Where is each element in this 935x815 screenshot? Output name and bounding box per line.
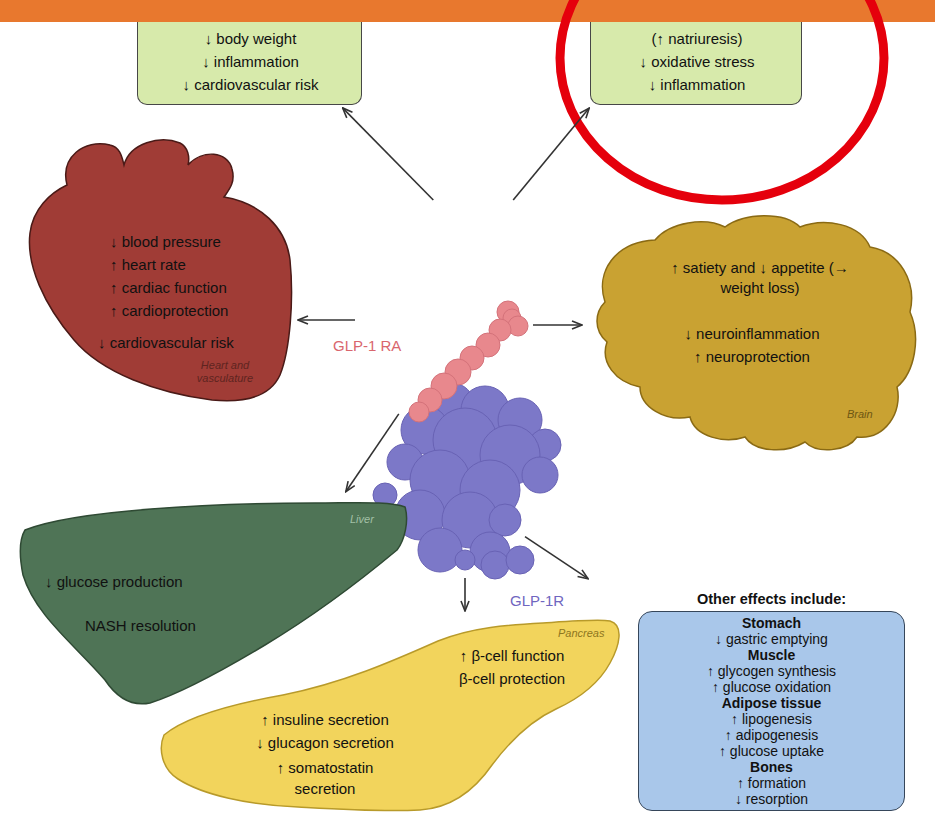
effect-text: ↑ glucose uptake [643,743,900,759]
text-slot: (↑ natriuresis) [652,30,743,48]
effect-text: ↑ β-cell function [460,647,565,665]
molecule-label: GLP-1 RA [333,337,401,355]
glp1-agonist-peptide [409,301,528,422]
text-slot: ↑ somatostatin secretion [268,757,382,799]
text-slot: GLP-1 RA [333,337,401,355]
effect-text: ↑ formation [643,775,900,791]
organ-outline-path [597,216,916,450]
effect-text: ↓ cardiovascular risk [183,76,319,94]
molecule-label: GLP-1R [510,592,564,610]
effect-text: ↓ body weight [205,30,297,48]
brain-shape: ↑ satiety and ↓ appetite (→ weight loss)… [585,212,923,454]
effect-text: ↑ lipogenesis [643,711,900,727]
text-slot: Other effects include: [639,591,904,608]
text-slot: ↓ glucagon secretion [256,734,394,752]
effect-text: β-cell protection [459,670,565,688]
text-slot: ↑ cardioprotection [110,302,228,320]
effect-text: ↓ gastric emptying [643,631,900,647]
text-slot: ↑ neuroprotection [694,348,810,366]
pancreas-shape: ↑ β-cell function β-cell protection ↑ insu… [158,613,624,813]
category-heading: Bones [643,759,900,775]
effect-text: ↑ adipogenesis [643,727,900,743]
text-slot: Pancreas [558,627,604,640]
organ-outline [15,495,410,707]
glp1-receptor-protein [373,383,561,579]
organ-outline [158,613,624,813]
text-slot: ↑ heart rate [110,256,186,274]
box-heading: Other effects include: [639,591,904,608]
arrow [346,414,399,492]
text-slot: Brain [847,408,873,421]
text-slot: ↓ glucose production [45,573,183,591]
effect-text: ↑ somatostatin secretion [268,757,382,799]
text-slot: ↑ insuline secretion [261,711,389,729]
receptor-complex: GLP-1 RAGLP-1R [410,200,515,570]
text-slot: ↑ cardiac function [110,279,227,297]
liver-shape: ↓ glucose productionNASH resolution Liver [15,495,410,707]
arrow [464,578,466,611]
effect-text: ↓ inflammation [202,53,299,71]
text-slot: ↓ cardiovascular risk [183,76,319,94]
effect-box: ↓ body weight ↓ inflammation ↓ cardiovascu… [137,22,362,105]
organ-outline-path [29,140,291,401]
text-slot: GLP-1R [510,592,564,610]
arrow [513,108,589,200]
effect-text: ↑ insuline secretion [261,711,389,729]
effect-text: ↓ neuroinflammation [684,325,819,343]
effect-text: ↑ heart rate [110,256,186,274]
effect-text: ↑ glycogen synthesis [643,663,900,679]
arrow [343,108,434,200]
effect-text: ↓ glucose production [45,573,183,591]
effect-text: ↓ inflammation [649,76,746,94]
effect-text: ↓ resorption [643,791,900,807]
text-slot: ↓ blood pressure [110,233,221,251]
effect-text: ↑ cardioprotection [110,302,228,320]
organ-label: Pancreas [558,627,604,640]
text-slot: ↑ satiety and ↓ appetite (→ weight loss) [670,258,850,298]
effect-text: ↓ glucagon secretion [256,734,394,752]
text-slot: ↓ inflammation [202,53,299,71]
category-heading: Adipose tissue [643,695,900,711]
arrow [525,537,588,579]
effect-text: ↓ blood pressure [110,233,221,251]
effect-text: NASH resolution [85,617,196,635]
highlight-ellipse [560,0,884,200]
effect-text: ↓ cardiovascular risk [98,334,234,352]
organ-outline-path [161,620,619,810]
arrow [298,319,355,321]
effect-text: ↑ cardiac function [110,279,227,297]
text-slot: Heart and vasculature [192,359,258,385]
text-slot: ↓ cardiovascular risk [98,334,234,352]
text-slot: NASH resolution [85,617,196,635]
effect-text: ↑ glucose oxidation [643,679,900,695]
text-slot: ↓ body weight [205,30,297,48]
arrow [533,324,582,326]
organ-label: Liver [350,513,374,526]
organ-label: Heart and vasculature [192,359,258,385]
effect-text: ↓ oxidative stress [639,53,754,71]
organ-label: Brain [847,408,873,421]
heart-shape: ↓ blood pressure ↑ heart rate ↑ cardiac fu… [22,135,294,403]
effects-box: Other effects include:Stomach↓ gastric e… [638,611,905,811]
text-slot: ↓ inflammation [649,76,746,94]
category-heading: Muscle [643,647,900,663]
effect-text: (↑ natriuresis) [652,30,743,48]
text-slot: ↓ oxidative stress [639,53,754,71]
effect-text: ↑ satiety and ↓ appetite (→ weight loss) [670,258,850,298]
category-heading: Stomach [643,615,900,631]
text-slot: β-cell protection [459,670,565,688]
organ-outline-path [20,503,406,704]
text-slot: ↑ β-cell function [460,647,565,665]
effect-box: (↑ natriuresis) ↓ oxidative stress ↓ infla… [590,22,802,105]
text-slot: ↓ neuroinflammation [684,325,819,343]
effect-text: ↑ neuroprotection [694,348,810,366]
text-slot: Liver [350,513,374,526]
header-bar [0,0,935,22]
